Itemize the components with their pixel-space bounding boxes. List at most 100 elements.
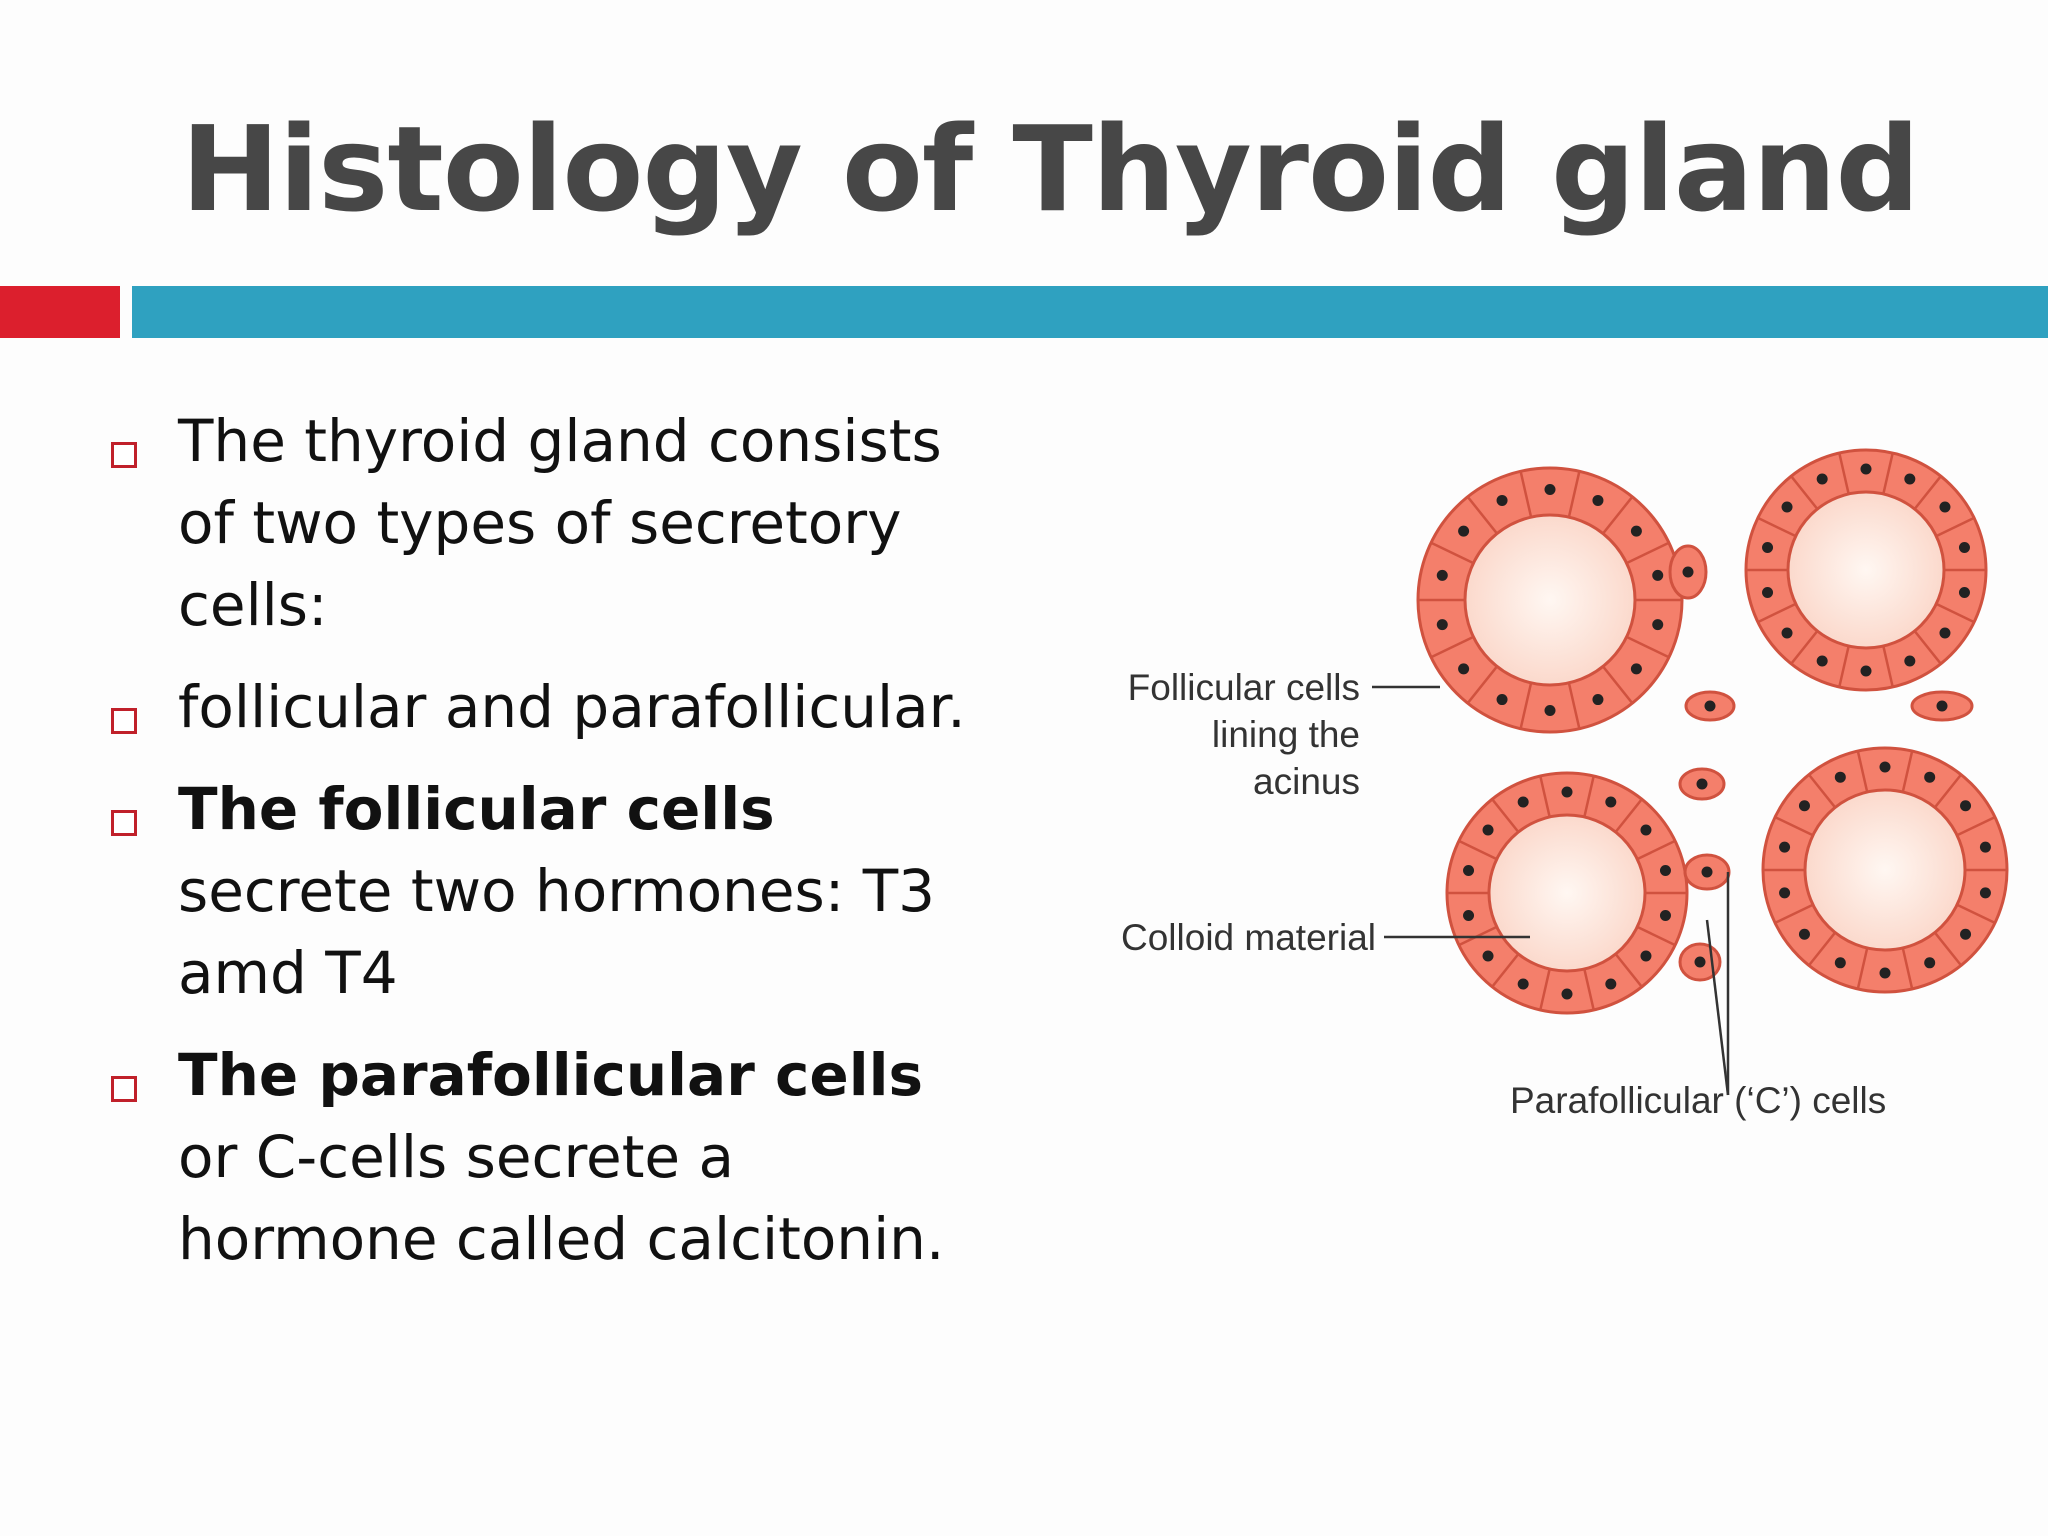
cell-border	[1790, 630, 1819, 665]
cell-nucleus	[1561, 786, 1573, 798]
cell-border	[1567, 471, 1581, 518]
square-bullet-icon	[111, 708, 137, 734]
cell-border	[1856, 750, 1869, 793]
cell-border	[1935, 602, 1975, 624]
label-follicular-line2: lining the	[1212, 714, 1360, 755]
cell-border	[1774, 815, 1814, 837]
cell-nucleus	[1592, 694, 1604, 706]
cell-nucleus	[1904, 655, 1916, 667]
cell-nucleus	[1979, 887, 1991, 899]
cell-nucleus	[1605, 796, 1617, 808]
bullet-text: secrete two hormones: T3 amd T4	[178, 857, 936, 1007]
cell-nucleus	[1924, 957, 1936, 969]
follicle	[1744, 448, 1988, 692]
bullet-text: The thyroid gland consists of two types …	[178, 407, 942, 639]
cell-border	[1807, 931, 1837, 967]
c-cell-nucleus	[1704, 700, 1716, 712]
cell-nucleus	[1436, 619, 1448, 631]
cell-border	[1956, 903, 1996, 925]
cell-nucleus	[1834, 957, 1846, 969]
slide-title: Histology of Thyroid gland	[180, 100, 1920, 238]
accent-bar-blue	[132, 286, 2048, 338]
cell-border	[1838, 452, 1850, 495]
cell-border	[1956, 815, 1996, 837]
cell-nucleus	[1762, 586, 1774, 598]
bullet-list: The thyroid gland consists of two types …	[108, 400, 988, 1300]
cell-nucleus	[1659, 865, 1671, 877]
cell-border	[1913, 630, 1942, 665]
cell-nucleus	[1458, 525, 1470, 537]
cell-nucleus	[1834, 771, 1846, 783]
cell-border	[1458, 839, 1498, 861]
cell-border	[1614, 798, 1643, 833]
cell-border	[1491, 798, 1520, 833]
cell-border	[1790, 475, 1819, 510]
cell-nucleus	[1605, 978, 1617, 990]
parafollicular-cell	[1668, 544, 1708, 600]
parafollicular-cell	[1678, 767, 1726, 801]
cell-nucleus	[1517, 796, 1529, 808]
cell-nucleus	[1482, 950, 1494, 962]
cell-nucleus	[1659, 909, 1671, 921]
cell-border	[1636, 925, 1676, 947]
bullet-text: or C-cells secrete a hormone called calc…	[178, 1123, 945, 1273]
bullet-bold-text: The parafollicular cells	[178, 1041, 923, 1109]
cell-border	[1539, 775, 1551, 818]
cell-border	[1774, 903, 1814, 925]
colloid	[1786, 490, 1946, 650]
cell-nucleus	[1496, 694, 1508, 706]
cell-nucleus	[1463, 909, 1475, 921]
cell-nucleus	[1960, 928, 1972, 940]
cell-nucleus	[1924, 771, 1936, 783]
label-parafollicular: Parafollicular (‘C’) cells	[1510, 1080, 1886, 1121]
cell-border	[1636, 839, 1676, 861]
cell-nucleus	[1762, 542, 1774, 554]
bullet-bold-text: The follicular cells	[178, 775, 775, 843]
cell-nucleus	[1458, 663, 1470, 675]
follicle	[1445, 771, 1689, 1015]
cell-border	[1856, 947, 1869, 990]
cell-border	[1583, 775, 1595, 818]
leader-line-c-cell-1	[1705, 919, 1730, 1096]
c-cell-nucleus	[1696, 778, 1708, 790]
square-bullet-icon	[111, 810, 137, 836]
accent-bar-red	[0, 286, 120, 338]
cell-nucleus	[1436, 569, 1448, 581]
cell-border	[1491, 953, 1520, 988]
cell-nucleus	[1781, 627, 1793, 639]
cell-border	[1539, 968, 1551, 1011]
parafollicular-cell	[1684, 690, 1736, 722]
cell-nucleus	[1640, 824, 1652, 836]
cell-nucleus	[1544, 705, 1556, 716]
cell-nucleus	[1860, 463, 1872, 475]
cell-border	[1933, 773, 1963, 809]
cell-nucleus	[1798, 800, 1810, 812]
label-follicular-line1: Follicular cells	[1128, 667, 1360, 708]
cell-border	[1757, 602, 1797, 624]
cell-nucleus	[1939, 501, 1951, 513]
square-bullet-icon	[111, 1076, 137, 1102]
cell-nucleus	[1652, 619, 1664, 631]
bullet-item: follicular and parafollicular.	[108, 666, 988, 748]
cell-nucleus	[1958, 542, 1970, 554]
cell-nucleus	[1482, 824, 1494, 836]
bullet-text: follicular and parafollicular.	[178, 673, 966, 741]
cell-nucleus	[1463, 865, 1475, 877]
follicle	[1416, 466, 1684, 734]
cell-nucleus	[1496, 494, 1508, 506]
cell-nucleus	[1630, 663, 1642, 675]
cell-nucleus	[1561, 988, 1573, 1000]
colloid	[1803, 788, 1967, 952]
cell-nucleus	[1816, 473, 1828, 485]
cell-border	[1430, 541, 1474, 565]
cell-nucleus	[1517, 978, 1529, 990]
cell-border	[1519, 471, 1533, 518]
cell-border	[1935, 516, 1975, 538]
bullet-item: The thyroid gland consists of two types …	[108, 400, 988, 646]
cell-border	[1626, 635, 1670, 659]
thyroid-histology-diagram: Follicular cells lining the acinus Collo…	[1080, 410, 2020, 1170]
cell-nucleus	[1879, 967, 1891, 979]
cell-border	[1933, 931, 1963, 967]
cell-nucleus	[1640, 950, 1652, 962]
cell-nucleus	[1879, 761, 1891, 773]
